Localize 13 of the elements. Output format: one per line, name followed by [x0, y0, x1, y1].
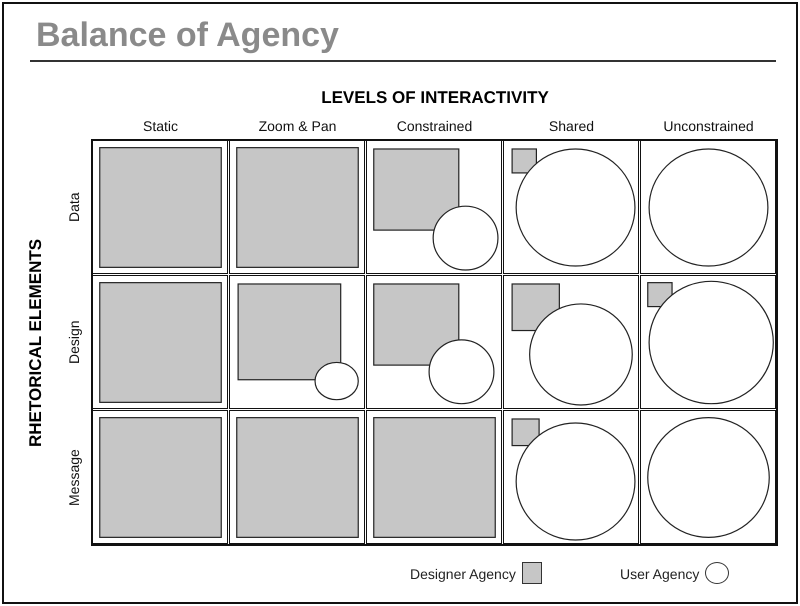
legend-label: Designer Agency — [410, 566, 516, 582]
column-header: Shared — [548, 118, 596, 134]
row-header: Message — [66, 448, 82, 508]
column-header: Constrained — [396, 118, 474, 134]
row-header: Data — [66, 192, 82, 224]
title: Balance of Agency — [36, 16, 339, 55]
axis-heading: LEVELS OF INTERACTIVITY — [320, 88, 550, 108]
column-header: Static — [142, 118, 179, 134]
legend-label: User Agency — [620, 566, 700, 582]
row-header: Design — [66, 320, 82, 366]
column-header: Zoom & Pan — [258, 118, 338, 134]
column-header: Unconstrained — [662, 118, 755, 134]
axis-heading: RHETORICAL ELEMENTS — [26, 237, 46, 449]
